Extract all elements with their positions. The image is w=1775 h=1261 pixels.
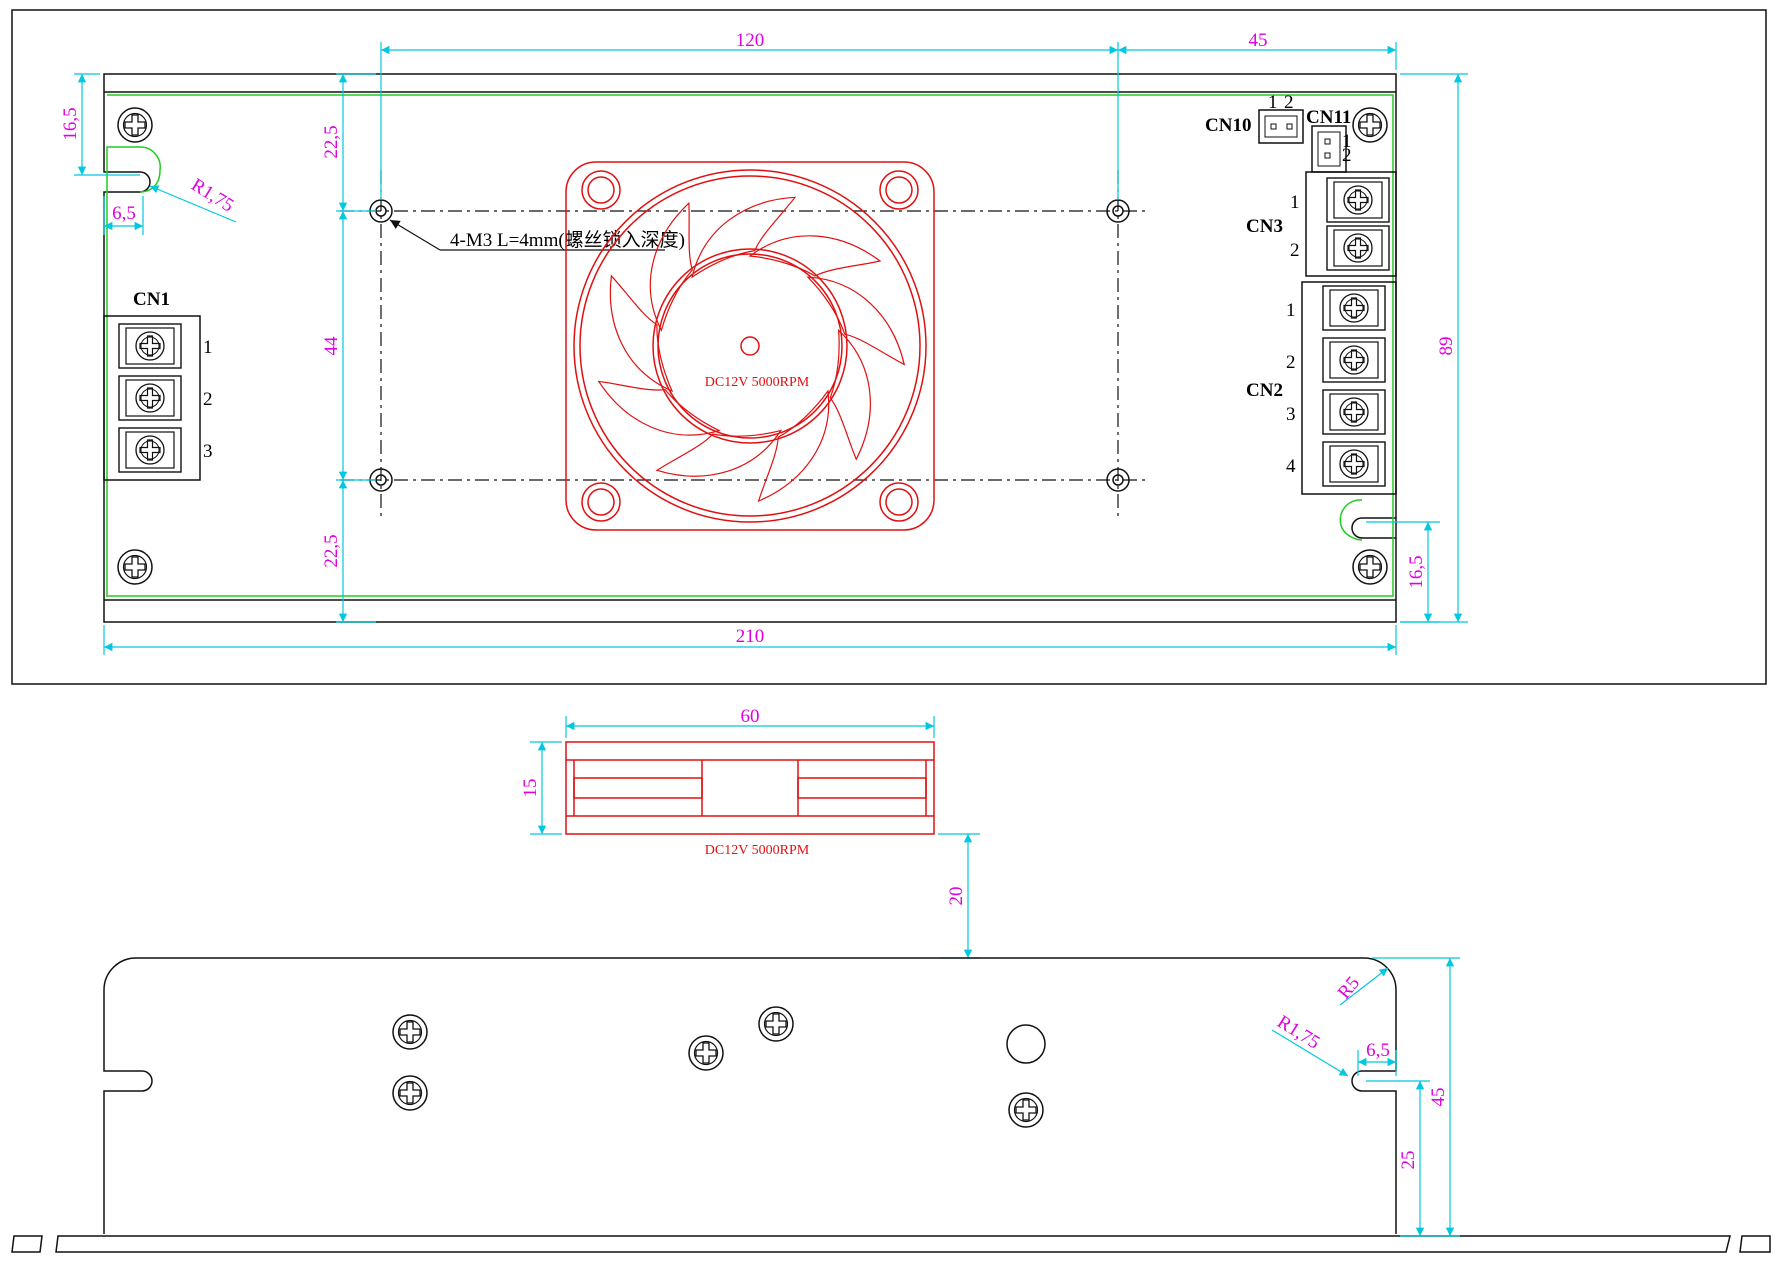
side-hole xyxy=(1006,1024,1046,1064)
side-screw-icon xyxy=(758,1006,794,1042)
connector-cn2: CN2 1 2 3 4 xyxy=(1246,281,1397,495)
cn2-label: CN2 xyxy=(1246,380,1283,401)
dim-fan-width: 60 xyxy=(741,706,760,727)
dim-bottom-margin: 22,5 xyxy=(321,534,342,567)
terminal-screw-icon xyxy=(118,323,182,369)
fan-axle xyxy=(740,336,760,356)
side-screw-icon xyxy=(1008,1092,1044,1128)
dim-fan-gap: 20 xyxy=(946,887,967,906)
side-view: R5 R1,75 6,5 45 25 xyxy=(11,957,1771,1253)
dim-hole-spacing-x: 120 xyxy=(736,30,765,51)
terminal-screw-icon xyxy=(1326,225,1390,271)
side-screw-icon xyxy=(392,1014,428,1050)
terminal-screw-icon xyxy=(118,427,182,473)
chassis-right-slot xyxy=(1351,517,1396,539)
top-dimensions: 120 45 210 22,5 44 22,5 89 xyxy=(60,30,1468,655)
cn10-pin: 1 xyxy=(1268,92,1278,113)
top-view: 4-M3 L=4mm(螺丝锁入深度) xyxy=(11,9,1767,685)
terminal-screw-icon xyxy=(1322,285,1386,331)
cn11-pin: 2 xyxy=(1342,145,1352,166)
cn2-pin: 2 xyxy=(1286,352,1296,373)
side-screw-icon xyxy=(688,1035,724,1071)
dim-height-total: 89 xyxy=(1436,337,1457,356)
side-screw-icon xyxy=(392,1075,428,1111)
dim-slot-top-left: 16,5 xyxy=(60,107,81,140)
dim-slot-bottom-right: 16,5 xyxy=(1406,555,1427,588)
terminal-screw-icon xyxy=(1322,389,1386,435)
cn2-pin: 3 xyxy=(1286,404,1296,425)
cn3-label: CN3 xyxy=(1246,216,1283,237)
fan-hub xyxy=(652,248,848,444)
fan-top: DC12V 5000RPM xyxy=(565,161,935,531)
base-plate-tab xyxy=(1739,1235,1771,1253)
cn10-pin: 2 xyxy=(1284,92,1294,113)
connector-cn1: CN1 1 2 3 xyxy=(103,289,213,481)
cn10-label: CN10 xyxy=(1205,115,1251,136)
dim-side-corner-radius: R5 xyxy=(1334,973,1364,1003)
connector-cn3: CN3 1 2 xyxy=(1246,171,1397,277)
fan-shroud xyxy=(573,169,927,523)
corner-screw-icon xyxy=(1352,107,1388,143)
cn1-pin: 3 xyxy=(203,441,213,462)
top-view-frame xyxy=(11,9,1767,685)
dim-side-slot-radius: R1,75 xyxy=(1273,1011,1323,1053)
fan-frame xyxy=(565,161,935,531)
fan-side-label: DC12V 5000RPM xyxy=(705,843,810,858)
side-chassis-outline xyxy=(103,957,1397,1234)
cn11-label: CN11 xyxy=(1306,107,1351,128)
terminal-screw-icon xyxy=(1322,441,1386,487)
callout-arrow xyxy=(389,219,441,251)
base-plate xyxy=(55,1235,1731,1253)
connector-cn10: CN10 1 2 xyxy=(1205,92,1304,144)
terminal-screw-icon xyxy=(1322,337,1386,383)
dim-slot-width: 6,5 xyxy=(112,203,136,224)
fan-blades xyxy=(589,177,921,515)
fan-label: DC12V 5000RPM xyxy=(705,375,810,390)
dim-right-offset: 45 xyxy=(1249,30,1268,51)
cn2-pin: 4 xyxy=(1286,456,1296,477)
corner-screw-icon xyxy=(117,549,153,585)
cn1-pin: 2 xyxy=(203,389,213,410)
cn11-pin: 1 xyxy=(1342,131,1352,152)
base-plate-tab xyxy=(11,1235,43,1253)
dim-top-margin: 22,5 xyxy=(321,125,342,158)
hole-callout: 4-M3 L=4mm(螺丝锁入深度) xyxy=(450,229,685,251)
cn3-pin: 2 xyxy=(1290,240,1300,261)
corner-screw-icon xyxy=(1352,549,1388,585)
connector-cn11: CN11 1 2 xyxy=(1306,107,1352,173)
terminal-screw-icon xyxy=(1326,177,1390,223)
chassis-outline xyxy=(103,73,1397,623)
terminal-screw-icon xyxy=(118,375,182,421)
cn2-pin: 1 xyxy=(1286,300,1296,321)
cn1-label: CN1 xyxy=(133,289,170,310)
pcb-edge-slot xyxy=(1339,499,1363,541)
cn1-pin: 1 xyxy=(203,337,213,358)
fan-side-body xyxy=(565,741,935,835)
corner-screw-icon xyxy=(117,107,153,143)
dim-slot-radius: R1,75 xyxy=(187,174,237,216)
dim-width-total: 210 xyxy=(736,626,765,647)
dim-side-height: 45 xyxy=(1428,1088,1449,1107)
dim-fan-height: 15 xyxy=(520,779,541,798)
fan-side-view: DC12V 5000RPM 60 15 20 xyxy=(520,706,980,959)
cn3-pin: 1 xyxy=(1290,192,1300,213)
dim-side-slot-width: 6,5 xyxy=(1366,1040,1390,1061)
dim-hole-spacing-y: 44 xyxy=(321,336,342,356)
dim-side-slot-height: 25 xyxy=(1398,1151,1419,1170)
